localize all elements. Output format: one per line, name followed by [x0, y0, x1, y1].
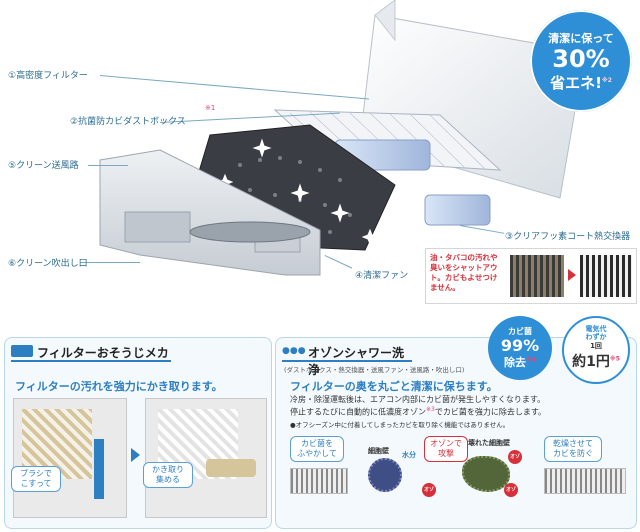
arrow-right-icon — [568, 269, 576, 281]
cost-badge-prefix: 1回 — [590, 342, 602, 350]
ozone-body-2b: でカビ菌を強力に除去します。 — [434, 407, 547, 417]
ozone-body-3: ●オフシーズン中に付着してしまったカビを取り除く機能ではありません。 — [290, 421, 510, 429]
ozone-body-2-note: ※3 — [426, 406, 435, 413]
unit-right-image — [544, 468, 626, 494]
ozone-shower-panel: ●●● オゾンシャワー洗浄 (ダストボックス・熱交換器・送風ファン・送風路・吹出… — [275, 316, 637, 529]
energy-badge-note: ※2 — [601, 77, 612, 84]
brush-step-image — [13, 398, 127, 518]
water-label: 水分 — [402, 451, 416, 459]
energy-badge-line1: 清潔に保って — [548, 32, 614, 45]
ozone-headline: フィルターの奥を丸ごと清潔に保ちます。 — [290, 380, 498, 393]
stain-resistance-inset: 油・タバコの汚れや臭いをシャットアウト。カビもよせつけません。 — [425, 248, 637, 304]
arrow-right-icon — [131, 448, 140, 462]
air-conditioner-exploded-view — [99, 0, 586, 276]
filter-cleaning-panel: フィルターおそうじメカ フィルターの汚れを強力にかき取ります。 ブラシで こすっ… — [4, 337, 272, 529]
step2-bubble: オゾンで 攻撃 — [424, 436, 468, 462]
callout-clean-air-path: ⑤クリーン送風路 — [8, 161, 79, 171]
callout-dust-box: ②抗菌防カビダストボックス — [70, 114, 186, 127]
callout-heat-exchanger: ③クリアフッ素コート熱交換器 — [505, 232, 631, 242]
electricity-cost-badge: 電気代 わずか 1回 約1円※5 — [562, 316, 630, 384]
scrape-bubble: かき取り 集める — [143, 462, 193, 488]
stain-resistance-text: 油・タバコの汚れや臭いをシャットアウト。カビもよせつけません。 — [430, 253, 498, 292]
ozone-body-2: 停止するたびに自動的に低濃度オゾン※3でカビ菌を強力に除去します。 — [290, 406, 546, 418]
callout-dust-box-note: ※1 — [205, 104, 216, 112]
dirty-fin-image — [510, 255, 564, 297]
scrape-step-image — [145, 398, 267, 518]
step1-bubble: カビ菌を ふやかして — [290, 436, 344, 462]
mold-badge-note: ※4 — [525, 356, 536, 364]
callout-clean-fan: ④清潔ファン — [355, 271, 409, 281]
ozone-icon: オゾン — [422, 483, 436, 507]
ozone-icon: オゾン — [508, 450, 522, 474]
callout-dust-box-label: ②抗菌防カビダストボックス — [70, 117, 186, 127]
energy-saving-badge: 清潔に保って 30% 省エネ!※2 — [530, 10, 632, 112]
mold-badge-unit: 除去※4 — [488, 354, 552, 370]
product-illustration: ①高密度フィルター ②抗菌防カビダストボックス ※1 ⑤クリーン送風路 ⑥クリー… — [8, 0, 637, 304]
brush-bubble: ブラシで こすって — [11, 466, 61, 492]
mold-spore-icon — [368, 458, 402, 492]
callout-clean-outlet: ⑥クリーン吹出し口 — [8, 259, 88, 269]
energy-badge-saving-text: 省エネ! — [550, 74, 602, 92]
cost-badge-note: ※5 — [609, 355, 620, 363]
energy-badge-line3: 省エネ!※2 — [530, 72, 632, 93]
ozone-body-1: 冷房・除湿運転後は、エアコン内部にカビ菌が発生しやすくなります。 — [290, 395, 546, 404]
cost-badge-value-text: 約1円 — [572, 354, 610, 370]
filter-panel-title: フィルターおそうじメカ — [37, 346, 169, 360]
ozone-panel-title: オゾンシャワー洗浄 — [308, 346, 405, 377]
water-drops-icon: ●●● — [282, 346, 306, 356]
ozone-icon: オゾン — [504, 483, 518, 507]
ozone-panel-title-bar: ●●● オゾンシャワー洗浄 — [282, 344, 412, 377]
mold-badge-value: 99% — [500, 336, 540, 355]
ozone-scope-text: (ダストボックス・熱交換器・送風ファン・送風路・吹出し口) — [284, 366, 465, 374]
step3-bubble: 乾燥させて カビを防ぐ — [544, 436, 602, 462]
mold-removal-badge: カビ菌 99% 除去※4 — [488, 316, 552, 380]
cost-badge-top: 電気代 わずか — [585, 325, 607, 341]
mold-badge-top: カビ菌 — [508, 327, 532, 336]
ozone-body-2a: 停止するたびに自動的に低濃度オゾン — [290, 407, 426, 417]
callout-high-density-filter: ①高密度フィルター — [8, 71, 88, 81]
mold-badge-unit-text: 除去 — [503, 356, 526, 369]
unit-left-image — [290, 468, 348, 494]
broken-wall-label: 壊れた細胞壁 — [468, 439, 510, 447]
energy-badge-percent: 30% — [552, 45, 610, 73]
cell-wall-label: 細胞壁 — [368, 447, 389, 455]
clean-fin-image — [580, 255, 632, 297]
filter-panel-title-bar: フィルターおそうじメカ — [11, 344, 171, 362]
cost-badge-value: 約1円※5 — [564, 351, 628, 371]
filter-panel-subtitle: フィルターの汚れを強力にかき取ります。 — [15, 380, 223, 393]
broken-mold-icon — [462, 456, 510, 492]
filter-mechanism-icon — [11, 345, 33, 357]
